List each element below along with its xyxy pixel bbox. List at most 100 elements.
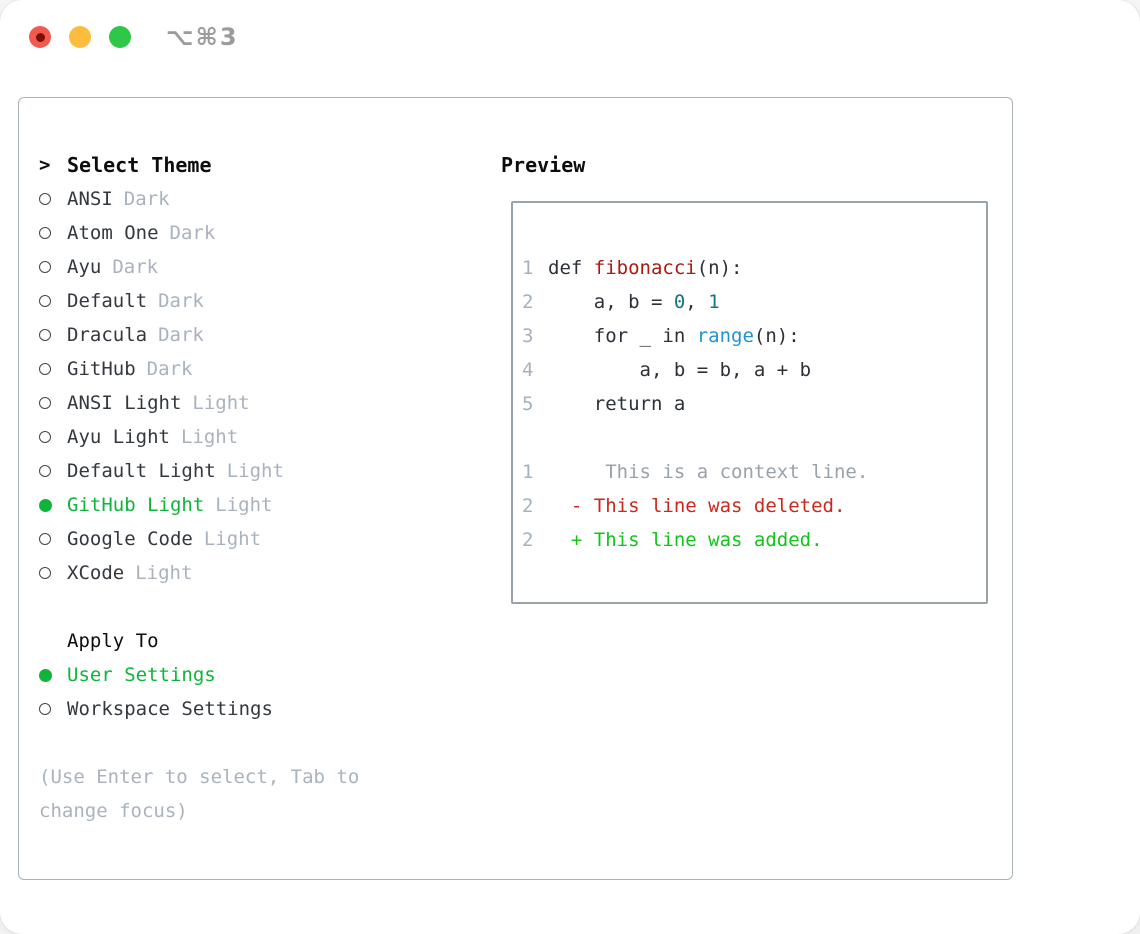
line-number: 2	[522, 529, 534, 551]
radio-icon	[39, 227, 67, 239]
theme-list-header: > Select Theme	[39, 148, 479, 182]
theme-variant-tag: Dark	[158, 290, 204, 312]
theme-option-ayu-light[interactable]: Ayu Light Light	[39, 420, 479, 454]
code-token: range	[696, 325, 754, 347]
theme-name: Atom One	[67, 222, 159, 244]
code-token: def	[548, 257, 594, 279]
code-line: 1 def fibonacci(n):	[522, 251, 978, 285]
preview-heading: Preview	[501, 153, 586, 177]
apply-option-label: User Settings	[67, 664, 216, 686]
apply-option-label: Workspace Settings	[67, 698, 273, 720]
theme-variant-tag: Dark	[169, 222, 216, 244]
theme-variant-tag: Light	[192, 392, 250, 414]
code-token: return a	[548, 393, 686, 415]
line-number: 1	[522, 257, 534, 279]
code-token: a, b =	[548, 291, 674, 313]
theme-name: Default Light	[67, 460, 216, 482]
radio-icon	[39, 193, 67, 205]
theme-name: ANSI Light	[67, 392, 182, 414]
line-number: 2	[522, 291, 534, 313]
theme-variant-tag: Light	[180, 426, 239, 448]
radio-icon	[39, 295, 67, 307]
theme-name: GitHub Light	[67, 494, 205, 516]
code-content: - This line was deleted.	[548, 495, 846, 517]
theme-option-ansi[interactable]: ANSI Dark	[39, 182, 479, 216]
line-number: 2	[522, 495, 534, 517]
minimize-button[interactable]	[69, 26, 91, 48]
traffic-lights	[29, 26, 131, 48]
code-content: def fibonacci(n):	[548, 257, 742, 279]
theme-name: Ayu Light	[67, 426, 170, 448]
code-line: 1 This is a context line.	[522, 455, 978, 489]
code-line: 3 for _ in range(n):	[522, 319, 978, 353]
theme-option-atom-one[interactable]: Atom One Dark	[39, 216, 479, 250]
code-line: 2 + This line was added.	[522, 523, 978, 557]
close-button[interactable]	[29, 26, 51, 48]
zoom-button[interactable]	[109, 26, 131, 48]
theme-variant-tag: Light	[203, 528, 262, 550]
code-content: a, b = 0, 1	[548, 291, 720, 313]
theme-name: GitHub	[67, 358, 136, 380]
theme-name: ANSI	[67, 188, 113, 210]
theme-name: Google Code	[67, 528, 193, 550]
code-token: fibonacci	[593, 257, 697, 279]
radio-icon	[39, 465, 67, 477]
code-content: a, b = b, a + b	[548, 359, 812, 381]
hint-text: (Use Enter to select, Tab to change focu…	[39, 766, 360, 822]
radio-icon	[39, 363, 67, 375]
code-token: 0	[673, 291, 686, 313]
radio-icon	[39, 397, 67, 409]
code-content: This is a context line.	[548, 461, 868, 483]
theme-variant-tag: Dark	[146, 358, 193, 380]
code-line: 2 - This line was deleted.	[522, 489, 978, 523]
theme-option-default-light[interactable]: Default Light Light	[39, 454, 479, 488]
radio-selected-icon	[39, 498, 67, 512]
theme-variant-tag: Dark	[123, 188, 170, 210]
code-token: + This line was added.	[548, 529, 823, 551]
code-token: ,	[685, 291, 709, 313]
window-titlebar: ⌥⌘3	[0, 0, 1140, 75]
code-content: + This line was added.	[548, 529, 823, 551]
window-title: ⌥⌘3	[166, 23, 239, 51]
apply-to-header: Apply To	[39, 624, 479, 658]
line-number: 4	[522, 359, 534, 381]
radio-icon	[39, 329, 67, 341]
theme-variant-tag: Light	[226, 460, 284, 482]
code-content: for _ in range(n):	[548, 325, 800, 347]
theme-variant-tag: Light	[135, 562, 193, 584]
spacer	[39, 590, 479, 624]
theme-option-google-code[interactable]: Google Code Light	[39, 522, 479, 556]
radio-icon	[39, 567, 67, 579]
theme-name: Default	[67, 290, 148, 312]
line-number: 3	[522, 325, 534, 347]
radio-icon	[39, 431, 67, 443]
code-token: (n):	[753, 325, 800, 347]
theme-variant-tag: Light	[215, 494, 273, 516]
theme-option-default[interactable]: Default Dark	[39, 284, 479, 318]
theme-variant-tag: Dark	[158, 324, 204, 346]
theme-option-ansi-light[interactable]: ANSI Light Light	[39, 386, 479, 420]
theme-option-github[interactable]: GitHub Dark	[39, 352, 479, 386]
code-token: 1	[708, 291, 720, 313]
apply-option-user-settings[interactable]: User Settings	[39, 658, 479, 692]
select-theme-heading: Select Theme	[67, 153, 212, 177]
theme-option-github-light[interactable]: GitHub Light Light	[39, 488, 479, 522]
focus-arrow-icon: >	[39, 154, 51, 176]
apply-option-workspace-settings[interactable]: Workspace Settings	[39, 692, 479, 726]
radio-icon	[39, 261, 67, 273]
code-token: This is a context line.	[548, 461, 869, 483]
code-token: - This line was deleted.	[548, 495, 846, 517]
code-line: 4 a, b = b, a + b	[522, 353, 978, 387]
code-token: for _ in	[548, 325, 697, 347]
code-line: 2 a, b = 0, 1	[522, 285, 978, 319]
code-token: (n):	[696, 257, 743, 279]
